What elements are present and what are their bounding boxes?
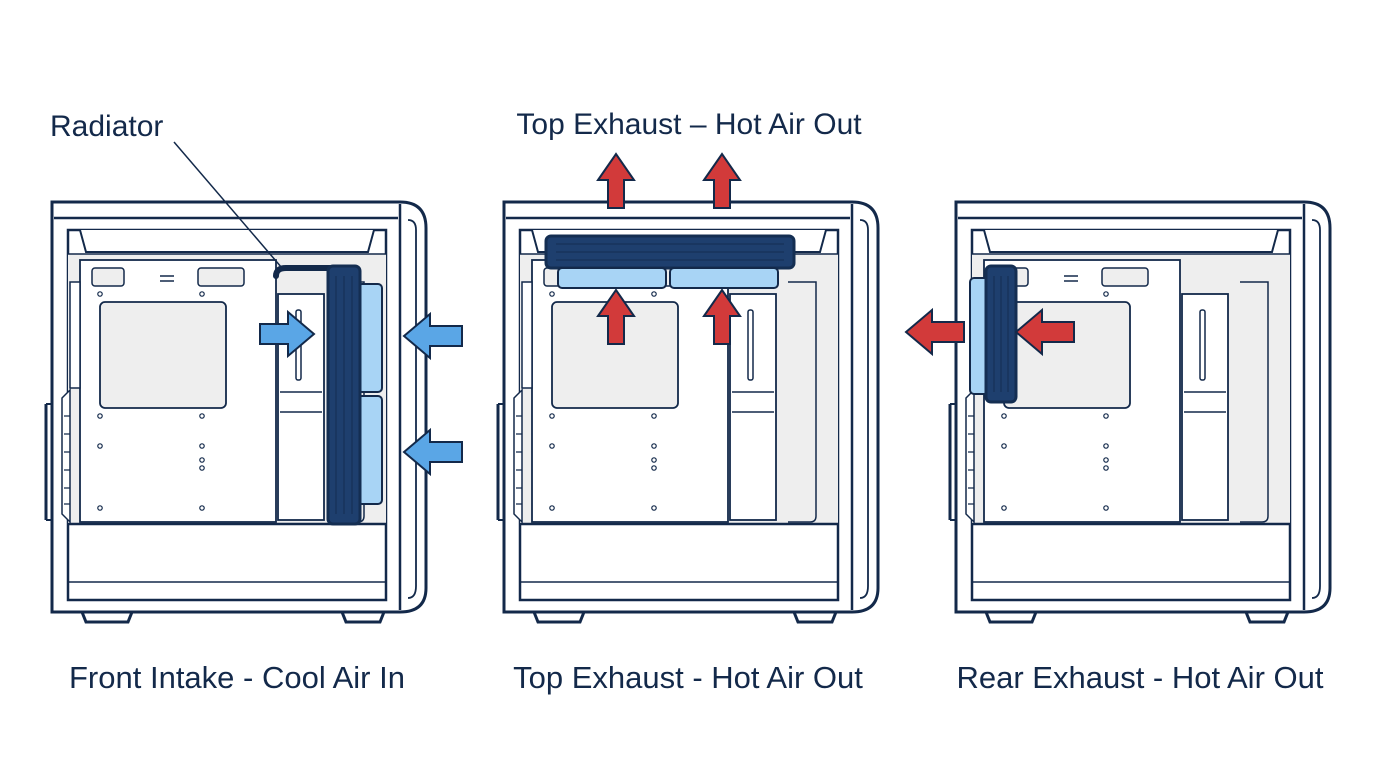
arrow-up-icon	[703, 153, 741, 209]
front-fans	[357, 283, 383, 505]
case-rear-exhaust	[905, 200, 1332, 624]
case-front-intake	[44, 141, 463, 624]
case-top-exhaust	[496, 153, 880, 624]
radiator-label: Radiator	[50, 110, 163, 143]
top-exhaust-callout: Top Exhaust – Hot Air Out	[516, 108, 862, 141]
radiator-hose	[273, 265, 333, 279]
arrow-up-icon	[597, 153, 635, 209]
caption-rear-exhaust: Rear Exhaust - Hot Air Out	[957, 660, 1324, 695]
top-fans	[557, 267, 779, 289]
caption-front-intake: Front Intake - Cool Air In	[69, 660, 405, 695]
radiator-callout-line	[173, 141, 283, 269]
arrow-right-icon	[259, 309, 316, 359]
caption-top-exhaust: Top Exhaust - Hot Air Out	[513, 660, 863, 695]
